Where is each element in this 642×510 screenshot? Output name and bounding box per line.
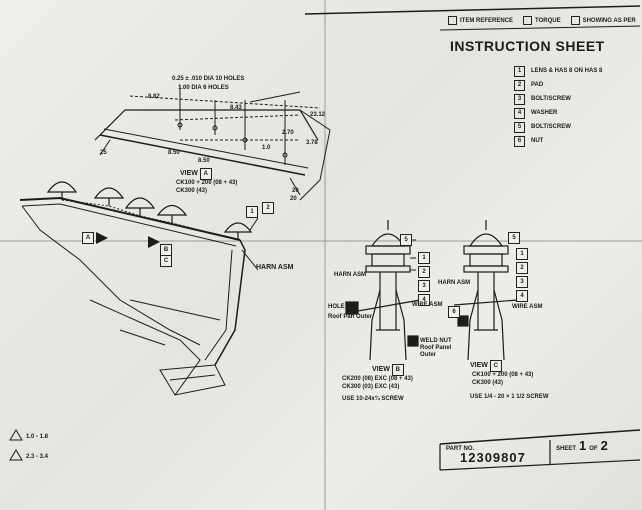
check-item-showing: SHOWING AS PER	[570, 16, 636, 25]
dim-dia6: 1.00 DIA 6 HOLES	[178, 85, 229, 91]
view-a-model: CK300 (43)	[176, 188, 208, 194]
view-c-model: CK100 + 200 (08 + 43)	[472, 372, 534, 378]
view-arrow-a: A	[82, 232, 94, 244]
callout: 2	[418, 266, 430, 278]
dim-d10: 20	[292, 188, 299, 194]
view-b-label: VIEW B	[372, 364, 404, 376]
dim-d7: 8.50	[168, 150, 180, 156]
view-b-roof: Roof Pan Outer	[328, 314, 373, 320]
view-c-model: CK300 (43)	[472, 380, 504, 386]
callout: 1	[418, 252, 430, 264]
dim-d2: 8.43	[230, 105, 242, 111]
check-item-torque: TORQUE	[523, 16, 561, 25]
dim-d11: 20	[290, 196, 297, 202]
paper-fold-horizontal	[0, 240, 642, 242]
torque-note: 2.3 - 3.4	[26, 454, 49, 460]
dim-d1: 8.82	[148, 94, 160, 100]
dim-d6: 1.0	[262, 145, 271, 151]
page-title: INSTRUCTION SHEET	[450, 38, 605, 54]
view-b-model: CK200 (08) EXC (08 + 43)	[342, 376, 413, 382]
callout: 4	[418, 294, 430, 306]
view-b-model: CK300 (03) EXC (43)	[342, 384, 400, 390]
harn-asm-label: HARN ASM	[256, 264, 294, 271]
torque-note: 1.0 - 1.8	[26, 434, 49, 440]
view-a-model: CK100 + 200 (08 + 43)	[176, 180, 238, 186]
view-c-label: VIEW C	[470, 360, 502, 372]
callout: 5	[508, 232, 520, 244]
view-b-screw: USE 10-24x¾ SCREW	[342, 396, 404, 402]
header-check-items: ITEM REFERENCE TORQUE SHOWING AS PER	[448, 16, 636, 25]
dim-d5: 3.78	[306, 140, 318, 146]
part-no-label: PART NO.	[446, 446, 475, 452]
view-b-wire: WIRE ASM	[412, 302, 443, 308]
part-number: 12309807	[460, 450, 526, 465]
view-b-weld: WELD NUT Roof Panel Outer	[420, 338, 452, 358]
view-c-screw: USE 1/4 - 20 × 1 1/2 SCREW	[470, 394, 549, 400]
view-arrow-b: B	[160, 244, 172, 256]
dim-d9: 25	[100, 150, 107, 156]
callout: 2	[262, 202, 274, 214]
check-item-reference: ITEM REFERENCE	[448, 16, 513, 25]
view-arrow-c: C	[160, 255, 172, 267]
callout: 4	[516, 290, 528, 302]
paper-fold-vertical	[324, 0, 326, 510]
callout: 3	[418, 280, 430, 292]
callout: 5	[400, 234, 412, 246]
view-c-harn: HARN ASM	[438, 280, 471, 286]
dim-d4: 2.70	[282, 130, 294, 136]
callout: 1	[246, 206, 258, 218]
callout: 1	[516, 248, 528, 260]
view-b-hole: HOLE	[328, 304, 345, 310]
view-a-label: VIEW A	[180, 168, 212, 180]
dim-d8: 8.50	[198, 158, 210, 164]
dim-d3: 23.12	[310, 112, 326, 118]
callout: 6	[448, 306, 460, 318]
callout: 2	[516, 262, 528, 274]
callout: 3	[516, 276, 528, 288]
dim-holes-spec: 0.25 ± .010 DIA 10 HOLES	[172, 76, 245, 82]
view-c-wire: WIRE ASM	[512, 304, 543, 310]
view-b-harn: HARN ASM	[334, 272, 367, 278]
sheet-number: SHEET 1 OF 2	[556, 438, 608, 453]
